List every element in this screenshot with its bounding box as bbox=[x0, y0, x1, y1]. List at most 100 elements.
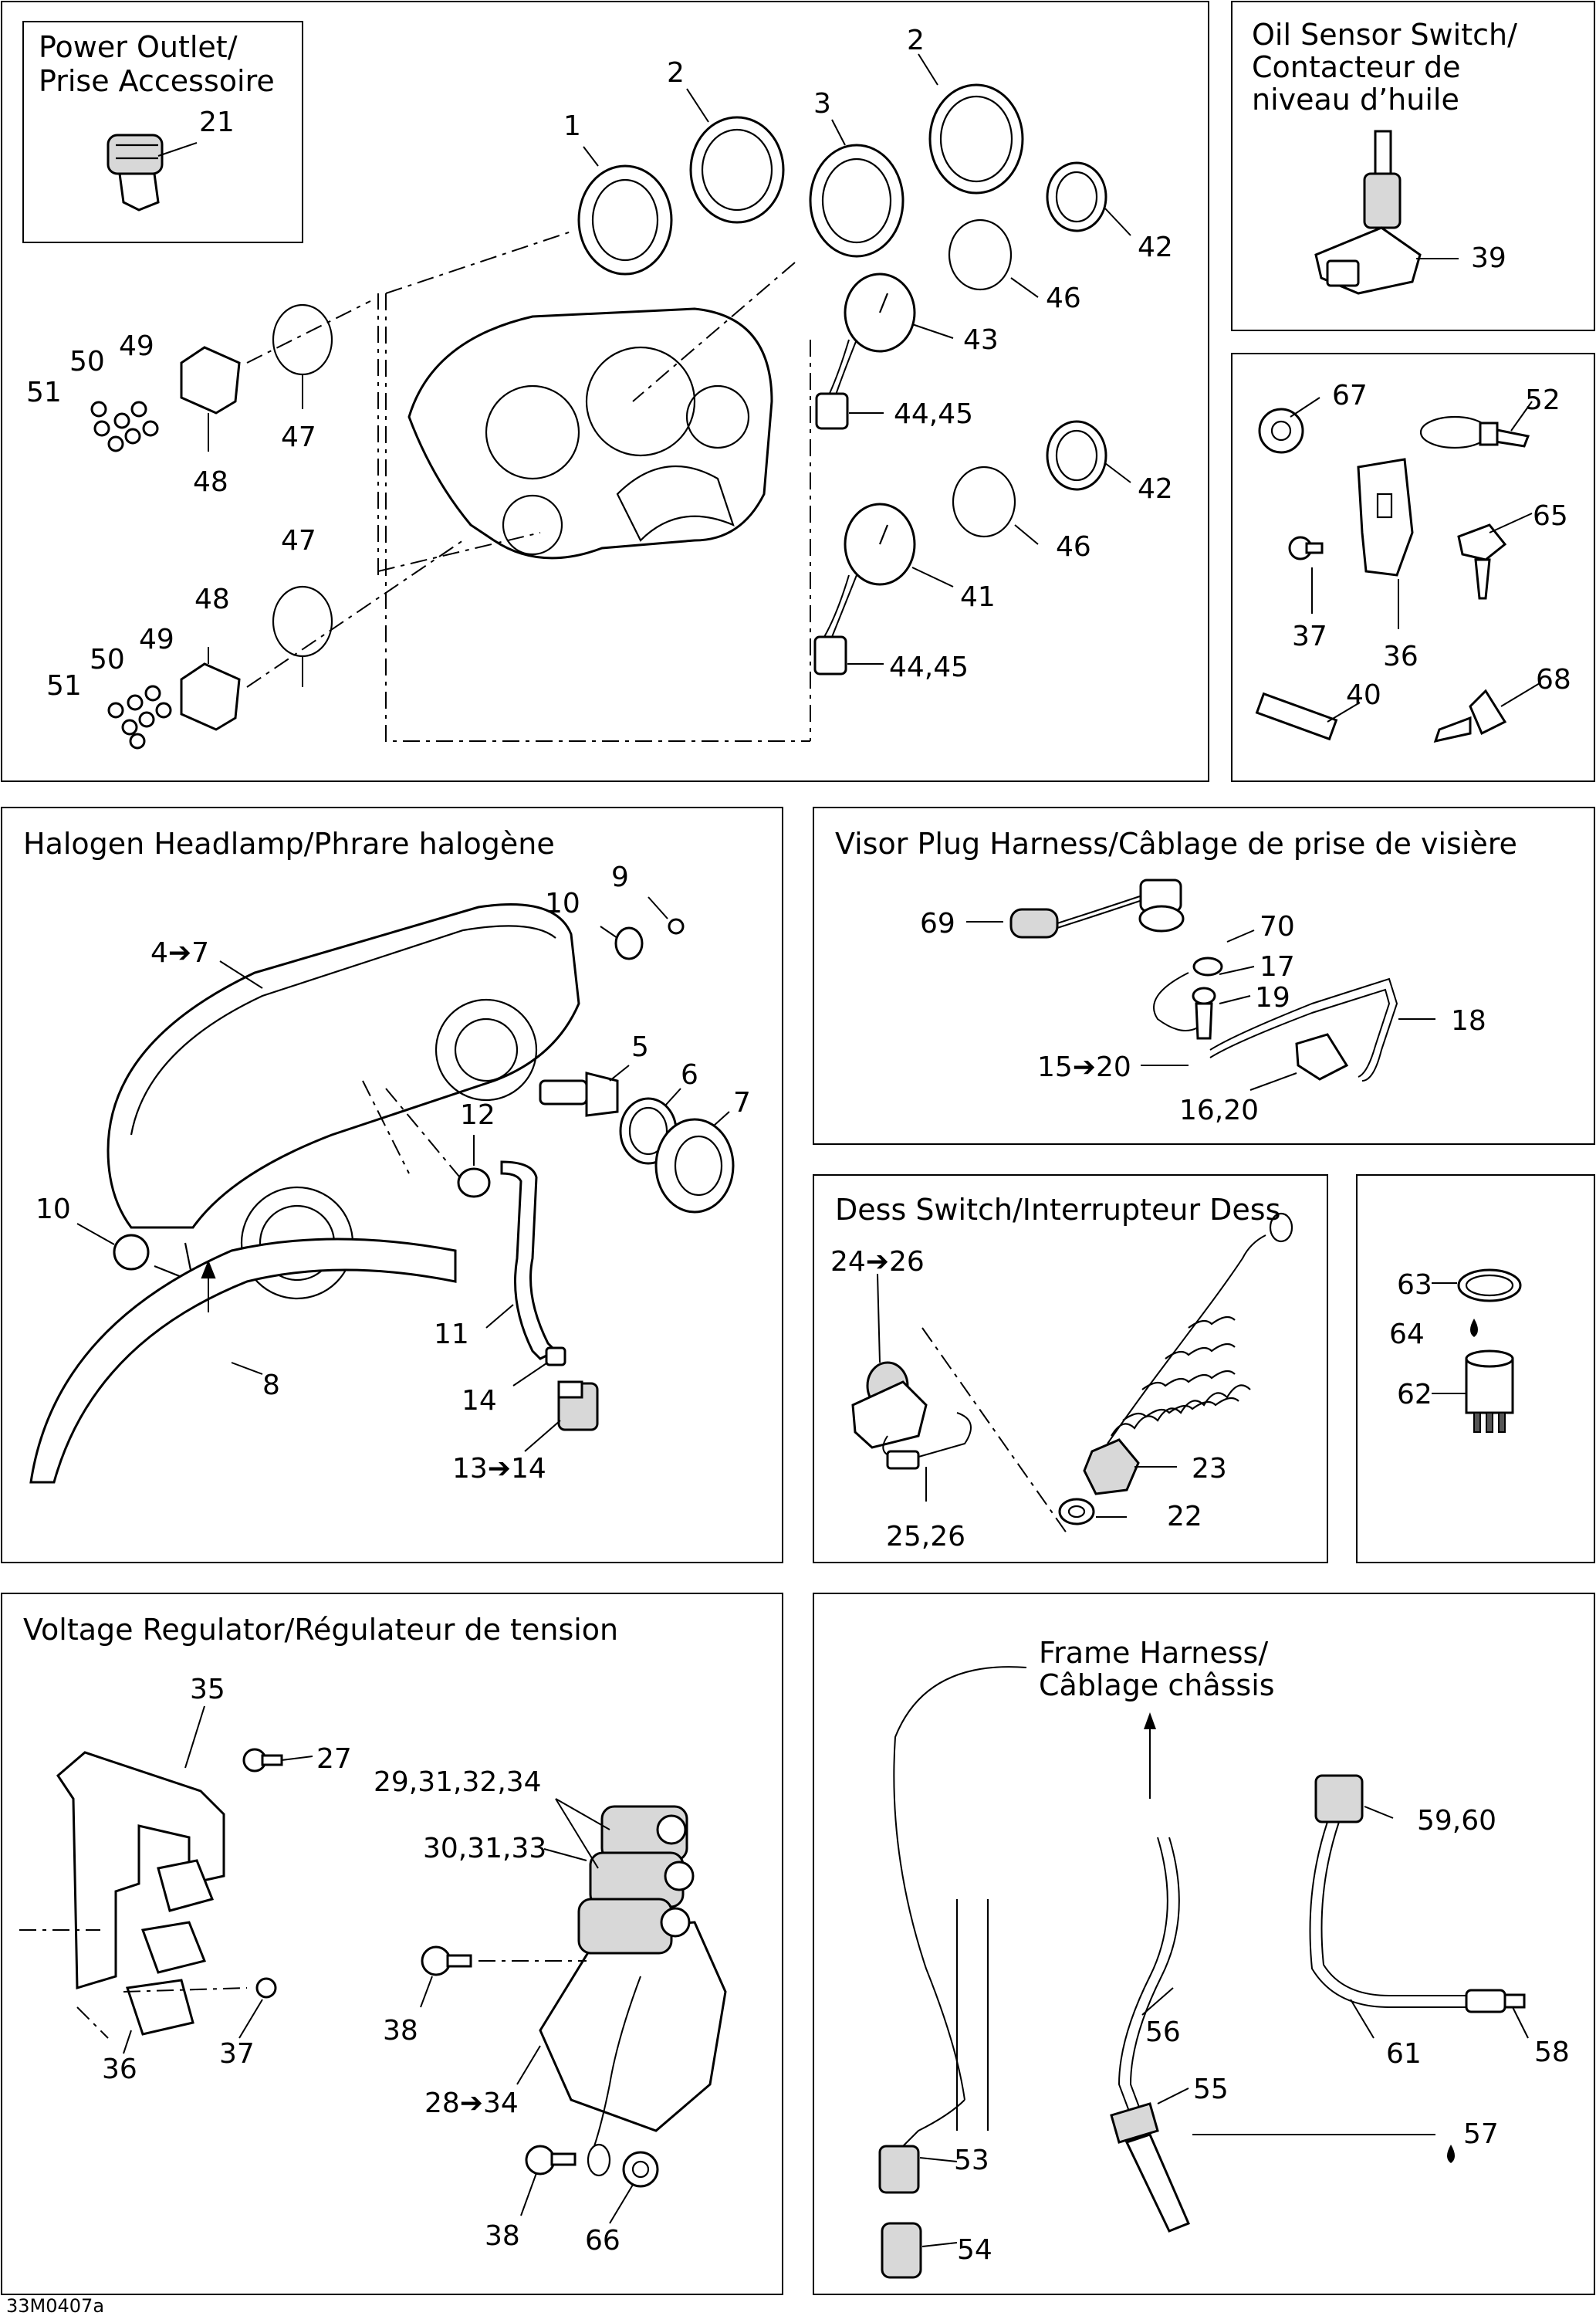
clips-36b bbox=[126, 1859, 215, 2036]
callout-2a: 2 bbox=[667, 57, 685, 89]
panel-gauge-parts bbox=[1356, 1174, 1595, 1563]
instrument-housing bbox=[407, 307, 773, 560]
callout-38a: 38 bbox=[383, 2015, 418, 2047]
callout-5: 5 bbox=[631, 1031, 649, 1063]
drop-icon-64 bbox=[1470, 1319, 1478, 1337]
panel-instruments bbox=[1, 1, 1209, 782]
callout-37b: 37 bbox=[219, 2038, 255, 2070]
screw-37a bbox=[1288, 536, 1324, 560]
callout-37a: 37 bbox=[1292, 621, 1327, 652]
callout-21: 21 bbox=[199, 107, 235, 138]
seal-46a bbox=[948, 218, 1013, 291]
bezel-1 bbox=[577, 164, 673, 276]
ring-42b bbox=[1046, 420, 1107, 491]
callout-69: 69 bbox=[920, 908, 955, 940]
callout-41: 41 bbox=[960, 581, 996, 613]
headlamp-title: Halogen Headlamp/Phrare halogène bbox=[23, 827, 555, 861]
callout-22: 22 bbox=[1167, 1501, 1202, 1532]
callout-6: 6 bbox=[681, 1059, 698, 1091]
callout-8: 8 bbox=[262, 1370, 280, 1401]
oil-sensor-switch bbox=[1314, 130, 1422, 295]
callout-50a: 50 bbox=[69, 346, 105, 378]
callout-42a: 42 bbox=[1138, 232, 1173, 263]
callout-48a: 48 bbox=[193, 466, 228, 498]
ring-47a bbox=[272, 303, 333, 376]
callout-70: 70 bbox=[1260, 911, 1295, 943]
panel-hardware bbox=[1231, 353, 1595, 782]
seal-46b bbox=[952, 466, 1016, 538]
dess-switch bbox=[851, 1361, 972, 1470]
grommet-12 bbox=[457, 1167, 491, 1198]
callout-54: 54 bbox=[957, 2234, 992, 2266]
bolt-27 bbox=[242, 1748, 283, 1773]
drop-icon-57 bbox=[1447, 2145, 1455, 2163]
trim-strip-8 bbox=[29, 1238, 457, 1484]
dess-coiled-lanyard bbox=[1107, 1212, 1293, 1444]
callout-19: 19 bbox=[1255, 982, 1290, 1014]
connector-14 bbox=[545, 1346, 566, 1366]
ring-47b bbox=[272, 585, 333, 658]
nuts-washers-b bbox=[107, 685, 172, 750]
callout-13-14: 13➔14 bbox=[452, 1453, 546, 1485]
power-outlet-part bbox=[107, 134, 164, 212]
panel-visor-plug bbox=[813, 807, 1595, 1145]
panel-frame-harness bbox=[813, 1593, 1595, 2295]
bolt-38b bbox=[525, 2145, 577, 2175]
gauge-41 bbox=[813, 503, 916, 676]
callout-49a: 49 bbox=[119, 330, 154, 362]
socket-13 bbox=[557, 1380, 599, 1431]
callout-18: 18 bbox=[1451, 1005, 1486, 1037]
grommet-10b bbox=[113, 1234, 150, 1271]
callout-57: 57 bbox=[1463, 2118, 1499, 2150]
callout-1: 1 bbox=[563, 110, 581, 142]
callout-35: 35 bbox=[190, 1674, 225, 1705]
callout-62: 62 bbox=[1397, 1379, 1432, 1410]
connector-54 bbox=[881, 2222, 922, 2279]
callout-39: 39 bbox=[1471, 242, 1506, 274]
callout-56: 56 bbox=[1145, 2016, 1181, 2048]
bracket-48b bbox=[180, 662, 241, 731]
frame-harness-title-line1: Frame Harness/ bbox=[1039, 1636, 1268, 1670]
ring-2a bbox=[689, 116, 785, 224]
callout-58: 58 bbox=[1534, 2037, 1570, 2068]
connector-53 bbox=[878, 2099, 965, 2194]
callout-46b: 46 bbox=[1056, 531, 1091, 563]
callout-55: 55 bbox=[1193, 2074, 1229, 2105]
callout-44a: 44,45 bbox=[894, 398, 973, 430]
callout-51b: 51 bbox=[46, 670, 82, 702]
callout-51a: 51 bbox=[26, 377, 62, 408]
clip-36a bbox=[1357, 458, 1414, 577]
ring-2b bbox=[928, 83, 1024, 195]
power-outlet-title-line1: Power Outlet/ bbox=[39, 30, 238, 64]
callout-36b: 36 bbox=[102, 2054, 137, 2085]
callout-14: 14 bbox=[462, 1385, 497, 1417]
oil-sensor-title-line3: niveau d’huile bbox=[1252, 83, 1459, 117]
frame-harness-title-line2: Câblage châssis bbox=[1039, 1668, 1275, 1702]
callout-38b: 38 bbox=[485, 2220, 520, 2252]
callout-63: 63 bbox=[1397, 1269, 1432, 1301]
grommet-10a bbox=[614, 926, 644, 960]
callout-9: 9 bbox=[611, 862, 629, 893]
dess-nut-22 bbox=[1058, 1498, 1095, 1525]
callout-42b: 42 bbox=[1138, 473, 1173, 505]
oil-sensor-title-line1: Oil Sensor Switch/ bbox=[1252, 18, 1517, 52]
bezel-3 bbox=[809, 144, 905, 258]
dess-title: Dess Switch/Interrupteur Dess bbox=[835, 1193, 1280, 1227]
callout-16-20: 16,20 bbox=[1179, 1095, 1259, 1126]
power-outlet-title-line2: Prise Accessoire bbox=[39, 64, 275, 98]
callout-29-31-32-34: 29,31,32,34 bbox=[374, 1766, 542, 1798]
panel-voltage-regulator bbox=[1, 1593, 783, 2295]
panel-headlamp bbox=[1, 807, 783, 1563]
harness-cable-56 bbox=[1118, 1837, 1180, 2116]
callout-3: 3 bbox=[813, 88, 831, 120]
dess-key-cap-23 bbox=[1083, 1438, 1140, 1495]
callout-64: 64 bbox=[1389, 1319, 1425, 1350]
regulator-unit bbox=[539, 1805, 727, 2147]
callout-67: 67 bbox=[1332, 380, 1368, 411]
nuts-washers-a bbox=[90, 401, 159, 452]
callout-61: 61 bbox=[1386, 2038, 1422, 2070]
callout-65: 65 bbox=[1533, 500, 1568, 532]
callout-17: 17 bbox=[1260, 951, 1295, 983]
callout-27: 27 bbox=[316, 1743, 352, 1775]
